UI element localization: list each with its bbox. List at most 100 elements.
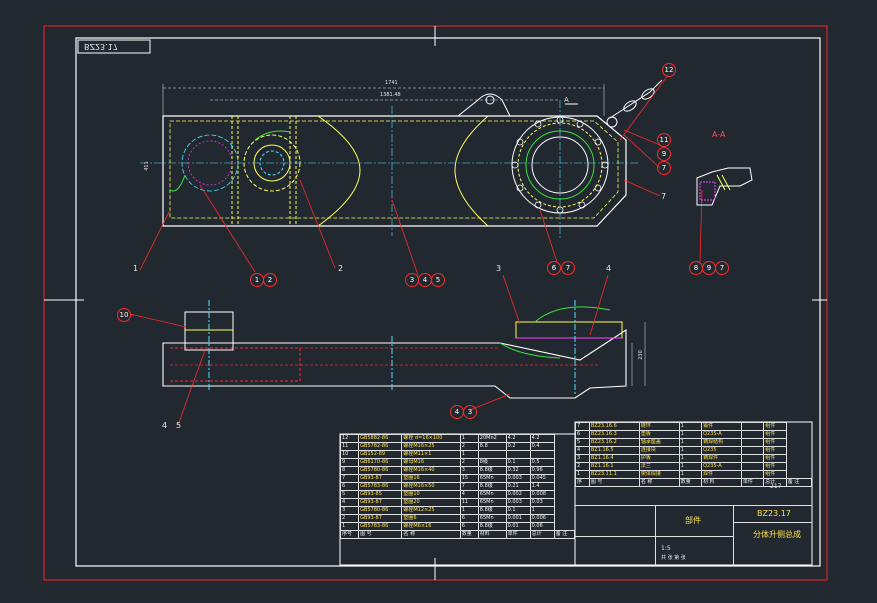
- right-table-cell: Q235-A: [701, 430, 742, 439]
- callout-2: 2: [263, 273, 277, 287]
- left-table-cell: GB5780-86: [358, 506, 403, 515]
- left-table-cell: 垫圈10: [401, 490, 461, 499]
- left-table-cell: GB6170-86: [358, 458, 403, 467]
- left-table-cell: 0.003: [505, 474, 531, 483]
- left-table-cell: GB152-89: [358, 450, 403, 459]
- right-table-cell: 铸焊结构: [701, 438, 742, 447]
- leader-label-2: 2: [338, 264, 344, 273]
- title-hline-2: [575, 536, 733, 537]
- left-table-cell: 6: [339, 482, 360, 491]
- right-table-cell: [740, 430, 765, 439]
- left-table-cell: GB5882-86: [358, 434, 403, 443]
- dim-inner-length: 1381.48: [380, 92, 401, 98]
- right-table-cell: 链环: [638, 422, 680, 431]
- left-table-cell: GB93-87: [358, 498, 403, 507]
- leader-label-7: 7: [661, 192, 667, 201]
- right-table-cell: 组件: [763, 430, 787, 439]
- left-table-cell: 垫圈20: [401, 498, 461, 507]
- left-table-cell: GB5782-86: [358, 442, 403, 451]
- left-table-cell: 65Mn: [477, 514, 507, 523]
- callout-9b: 9: [702, 261, 716, 275]
- left-table-cell: 15: [459, 474, 479, 483]
- right-table-cell: 1: [678, 462, 703, 471]
- right-table-cell: 1: [678, 438, 703, 447]
- left-table-cell: 0.5: [529, 458, 555, 467]
- right-table-cell: 1: [678, 470, 703, 479]
- left-table-cell: 1: [339, 522, 360, 531]
- right-table-cell: BZ23.16.3: [588, 430, 640, 439]
- scale-label: 1:5: [661, 545, 671, 552]
- title-hline: [733, 522, 812, 523]
- callout-7c: 7: [715, 261, 729, 275]
- right-table-cell: 4: [575, 446, 590, 455]
- left-table-cell: 0.2: [505, 442, 531, 451]
- dim-height-left: 411: [143, 161, 150, 171]
- dim-height-right: 230: [637, 350, 644, 360]
- title-divider-2: [733, 506, 734, 566]
- left-table-header-row: 序号图 号名 称数量材料单件总计备 注: [339, 530, 576, 539]
- left-table-header-cell: 名 称: [401, 530, 461, 539]
- right-table-header-cell: 图 号: [588, 478, 640, 487]
- leader-label-4b: 4: [162, 421, 168, 430]
- left-table-cell: 5: [339, 490, 360, 499]
- callout-10: 10: [117, 308, 131, 322]
- left-table-cell: 2: [339, 514, 360, 523]
- left-table-cell: 垫圈6: [401, 514, 461, 523]
- left-table-cell: 螺栓M16×50: [401, 482, 461, 491]
- callout-7a: 7: [561, 261, 575, 275]
- left-table-cell: 0.008: [529, 490, 555, 499]
- left-table-cell: 1: [459, 506, 479, 515]
- callout-6: 6: [547, 261, 561, 275]
- left-table-cell: 螺栓M11×1: [401, 450, 461, 459]
- right-table-cell: [740, 438, 765, 447]
- left-table-cell: GB93-85: [358, 490, 403, 499]
- left-table-cell: 8: [339, 466, 360, 475]
- left-table-header-cell: 材料: [477, 530, 507, 539]
- left-table-cell: [529, 450, 555, 459]
- left-table-cell: 1: [529, 506, 555, 515]
- section-label: A-A: [712, 130, 726, 139]
- callout-7b: 7: [657, 161, 671, 175]
- callout-4b: 4: [450, 405, 464, 419]
- left-table-cell: 3: [339, 506, 360, 515]
- left-table-cell: 4: [339, 498, 360, 507]
- right-table-cell: [740, 470, 765, 479]
- callout-12: 12: [662, 63, 676, 77]
- left-table-cell: 0.03: [529, 498, 555, 507]
- right-table-cell: 7: [575, 422, 590, 431]
- right-table-cell: 组件: [763, 470, 787, 479]
- right-table-cell: BZ1.16.4: [588, 454, 640, 463]
- right-table-cell: 护板: [638, 454, 680, 463]
- right-table-cell: BZ1.16.1: [588, 462, 640, 471]
- part-label: 部件: [685, 516, 701, 525]
- right-table-cell: 2: [575, 462, 590, 471]
- callout-8: 8: [689, 261, 703, 275]
- left-table-cell: 0.045: [529, 474, 555, 483]
- left-table-cell: 20Mn2: [477, 434, 507, 443]
- top-view: [139, 74, 703, 276]
- left-table-cell: 65Mn: [477, 498, 507, 507]
- callout-4: 4: [418, 273, 432, 287]
- right-table-cell: BZ23.16.6: [588, 422, 640, 431]
- left-table-cell: 11: [459, 498, 479, 507]
- inner-frame: [75, 37, 821, 567]
- left-table-cell: 螺母M16: [401, 458, 461, 467]
- left-table-cell: 6: [459, 522, 479, 531]
- left-table-cell: 10: [339, 450, 360, 459]
- leader-label-1: 1: [133, 264, 139, 273]
- left-table-cell: 7: [339, 474, 360, 483]
- left-table-cell: 0.002: [505, 490, 531, 499]
- callout-3b: 3: [463, 405, 477, 419]
- left-table-cell: 4.2: [505, 434, 531, 443]
- left-table-cell: 0.001: [505, 514, 531, 523]
- left-table-cell: GB5783-86: [358, 522, 403, 531]
